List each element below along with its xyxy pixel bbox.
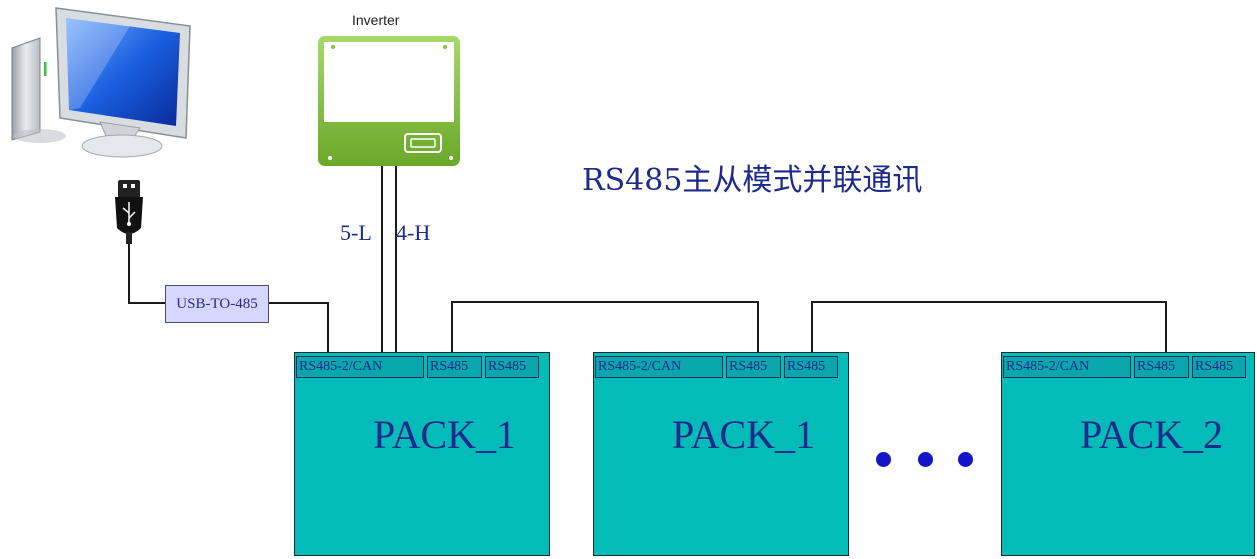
port-rs485-2-can: RS485-2/CAN: [1003, 356, 1131, 378]
ellipsis-dot: [958, 452, 973, 467]
diagram-title: RS485主从模式并联通讯: [582, 163, 923, 198]
wires: [128, 166, 1167, 356]
port-rs485-a: RS485: [1134, 356, 1189, 378]
pack-box-2: RS485-2/CAN RS485 RS485 PACK_1: [593, 352, 849, 556]
usb-to-485-converter: USB-TO-485: [165, 285, 269, 323]
wire-label-high: 4-H: [396, 220, 431, 245]
computer-icon: [11, 7, 191, 158]
port-rs485-a: RS485: [427, 356, 482, 378]
inverter-label: Inverter: [352, 12, 400, 28]
converter-to-pack1-wire: [269, 302, 329, 354]
pack-name: PACK_1: [373, 412, 517, 457]
pack1-to-pack2-link: [451, 301, 759, 356]
pack2-to-pack3-link: [811, 301, 1167, 356]
port-rs485-2-can: RS485-2/CAN: [595, 356, 723, 378]
pack-name: PACK_1: [672, 412, 816, 457]
port-rs485-a: RS485: [726, 356, 781, 378]
wire-label-low: 5-L: [340, 220, 372, 245]
port-rs485-2-can: RS485-2/CAN: [296, 356, 424, 378]
port-rs485-b: RS485: [485, 356, 539, 378]
pack-name: PACK_2: [1080, 412, 1224, 457]
converter-label: USB-TO-485: [176, 295, 258, 312]
inverter-icon: [318, 36, 460, 166]
usb-cable: [128, 244, 165, 304]
pack-box-3: RS485-2/CAN RS485 RS485 PACK_2: [1001, 352, 1255, 556]
usb-plug-icon: [115, 180, 143, 244]
ellipsis-dot: [918, 452, 933, 467]
port-rs485-b: RS485: [1192, 356, 1246, 378]
ellipsis-dot: [876, 452, 891, 467]
port-rs485-b: RS485: [784, 356, 838, 378]
pack-box-1: RS485-2/CAN RS485 RS485 PACK_1: [294, 352, 550, 556]
